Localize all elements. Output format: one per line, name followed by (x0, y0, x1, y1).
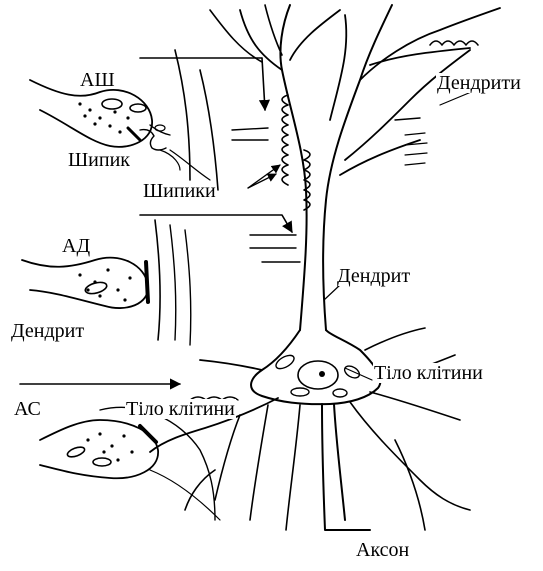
arrows (20, 58, 500, 384)
label-dendrite-inset: Дендрит (10, 321, 85, 341)
synaptic-knobs (232, 118, 427, 262)
inset-axosomatic (40, 407, 220, 520)
label-dendrites: Дендрити (436, 73, 522, 93)
label-axodendritic: АД (62, 236, 90, 256)
label-spines: Шипики (143, 181, 216, 201)
label-axospinous: АШ (80, 70, 115, 90)
label-cell-body-inset: Тіло клітини (125, 399, 236, 419)
label-axosomatic: АС (14, 399, 41, 419)
label-cell-body-main: Тіло клітини (373, 363, 484, 383)
label-axon: Аксон (355, 540, 410, 560)
label-spine: Шипик (68, 150, 130, 170)
label-dendrite-main: Дендрит (336, 266, 411, 286)
